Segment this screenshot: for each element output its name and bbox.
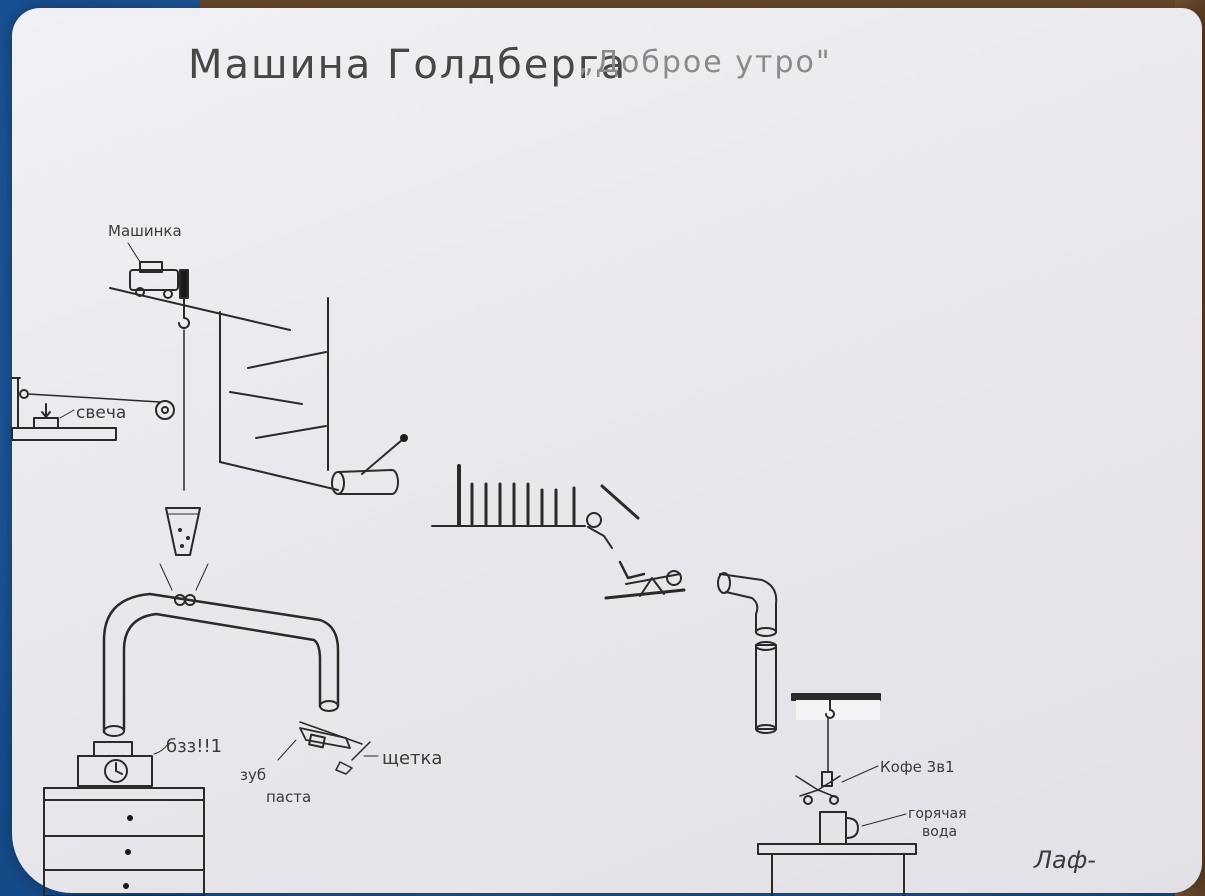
lever-tube — [331, 434, 408, 495]
dominoes — [431, 464, 640, 549]
alarm-sound-label: бзз!!1 — [166, 736, 222, 757]
candle-label: свеча — [76, 403, 126, 423]
alarm-clock: бзз!!1 — [77, 736, 222, 787]
coffee-label: Кофе 3в1 — [880, 758, 955, 776]
big-u-tube — [102, 592, 340, 737]
sand-bucket — [159, 507, 209, 591]
title-main: Машина Голдберга — [188, 42, 627, 88]
coffee-hanger: Кофе 3в1 — [791, 693, 955, 805]
car-label: Машинка — [108, 222, 182, 240]
right-bent-tube — [717, 572, 778, 734]
toy-car: Машинка — [108, 222, 291, 491]
toothpaste-label-line1: зуб — [240, 766, 266, 784]
seesaw — [604, 560, 686, 600]
ramp-ladder — [219, 297, 339, 491]
candle-shelf: свеча — [11, 377, 175, 441]
cup-and-table: горячая вода — [757, 806, 967, 896]
signature: Лаф- — [1033, 846, 1096, 874]
chest-of-drawers — [43, 787, 205, 896]
toothpaste-brush: зуб паста щетка — [240, 721, 442, 806]
paper-sheet — [12, 8, 1202, 893]
hot-water-label-line1: горячая — [908, 806, 967, 822]
title-quote: „Доброе утро" — [578, 45, 832, 80]
hot-water-label-line2: вода — [922, 824, 957, 840]
toothpaste-label-line2: паста — [266, 788, 311, 806]
brush-label: щетка — [382, 748, 442, 769]
